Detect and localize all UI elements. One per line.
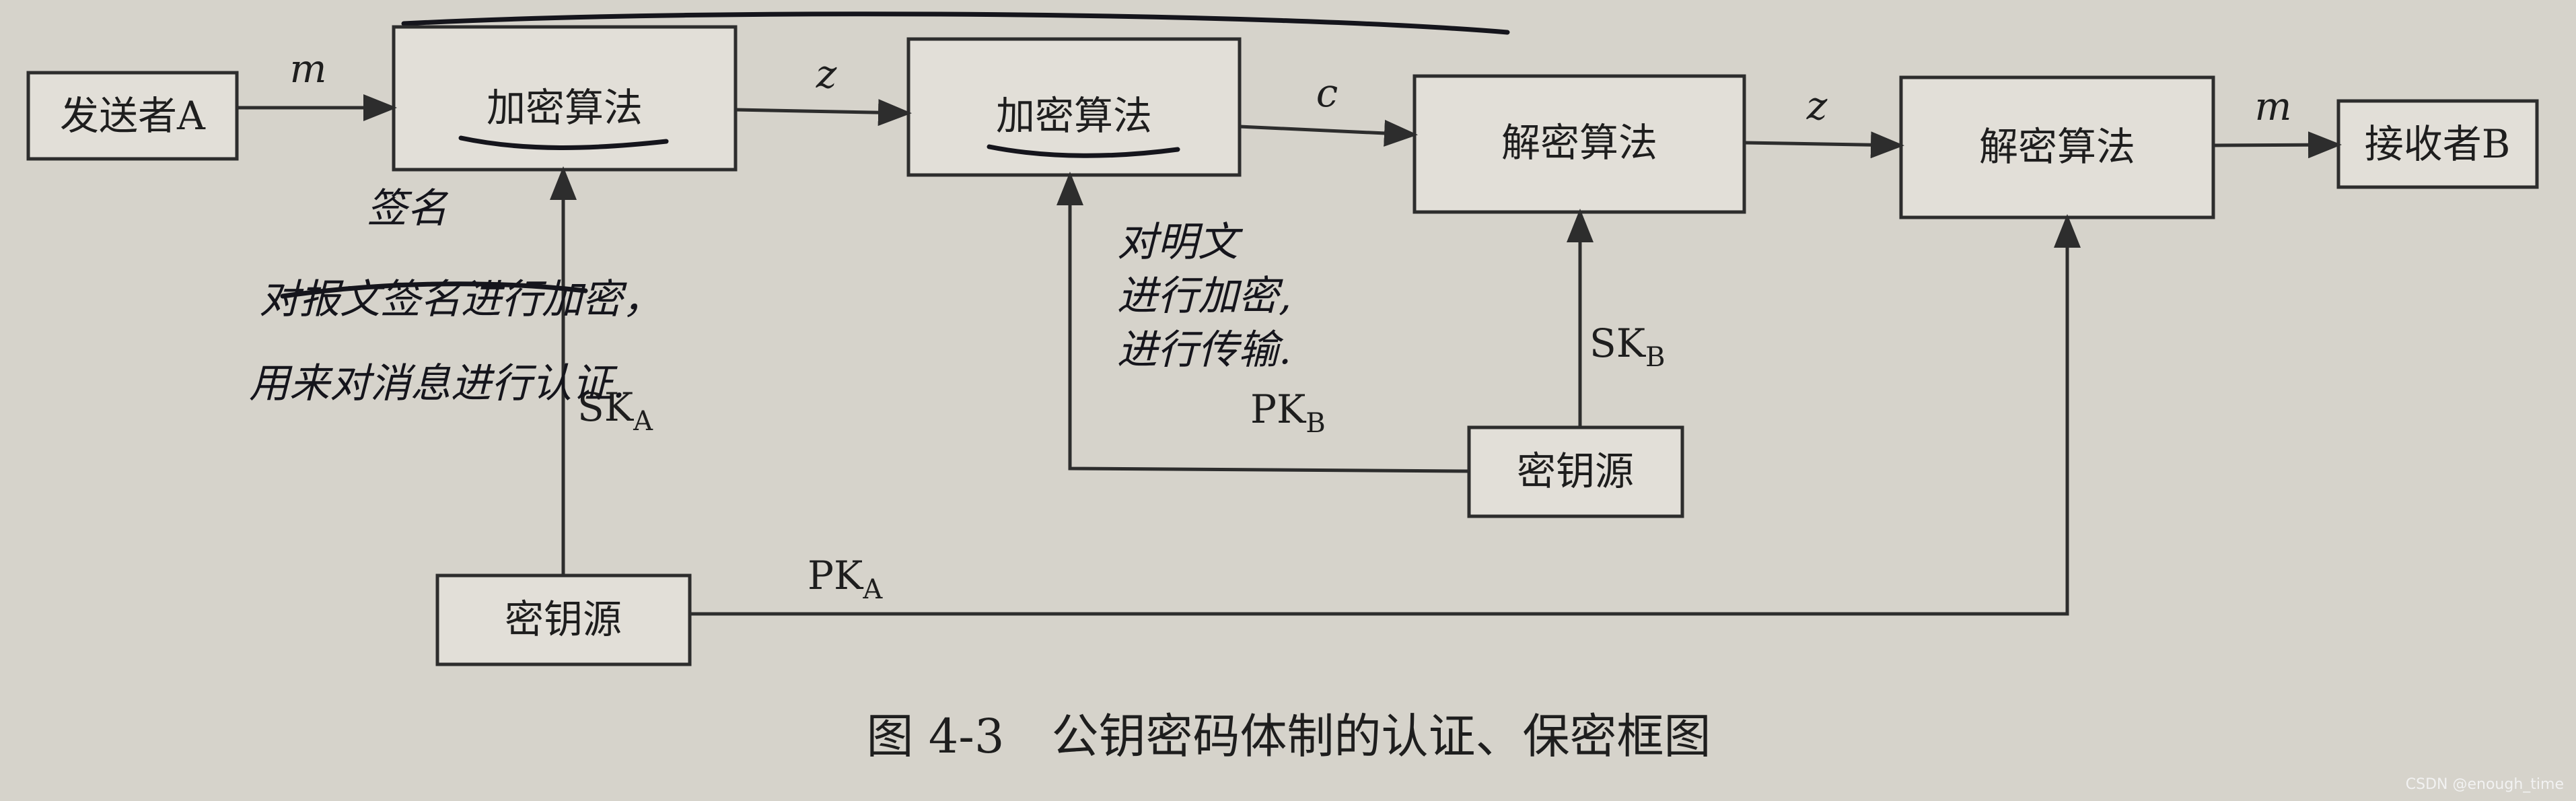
watermark: CSDN @enough_time — [2406, 776, 2564, 793]
receiver-label: 接收者B — [2365, 121, 2511, 167]
arrow-encrypt1-to-encrypt2 — [735, 99, 912, 127]
arrow-encrypt2-to-decrypt1 — [1239, 119, 1418, 147]
edge-label-m-out: m — [2255, 83, 2292, 129]
keysource-label-a: 密钥源 — [505, 596, 622, 642]
edge-label-c: c — [1316, 70, 1338, 116]
arrow-pkb — [1057, 172, 1470, 473]
encrypt-label-2: 加密算法 — [996, 93, 1152, 139]
keysource-box-a: 密钥源 — [435, 573, 692, 666]
figure-caption: 图 4-3 公钥密码体制的认证、保密框图 — [867, 709, 1711, 764]
decrypt-box-2: 解密算法 — [1899, 75, 2215, 219]
decrypt-box-1: 解密算法 — [1412, 74, 1746, 214]
decrypt-label-2: 解密算法 — [1979, 124, 2135, 170]
receiver-box: 接收者B — [2336, 99, 2539, 189]
edge-label-z-2: z — [1806, 83, 1828, 129]
underline-encrypt1 — [458, 135, 669, 150]
underline-encrypt2 — [987, 144, 1180, 158]
sender-box: 发送者A — [26, 71, 239, 161]
handwriting-note-top: 签名 — [367, 185, 449, 232]
encrypt-box-2: 加密算法 — [906, 37, 1242, 177]
decrypt-label-1: 解密算法 — [1501, 120, 1657, 166]
handwriting-note-right1: 对明文 — [1117, 219, 1244, 266]
encrypt-box-1: 加密算法 — [392, 25, 738, 172]
edge-label-m-in: m — [290, 46, 327, 92]
arrow-decrypt1-to-decrypt2 — [1744, 131, 1904, 159]
edge-label-z-1: z — [816, 51, 837, 97]
sender-label: 发送者A — [60, 93, 206, 139]
arrow-pka — [690, 214, 2081, 616]
pencil-stroke — [401, 11, 1510, 35]
key-label-pkb: PKB — [1250, 386, 1326, 439]
keysource-box-b: 密钥源 — [1467, 425, 1684, 518]
key-label-skb: SKB — [1589, 320, 1665, 373]
key-label-pka: PKA — [808, 553, 883, 605]
handwriting-note-right2: 进行加密, — [1117, 273, 1291, 320]
handwriting-note-line2: 用来对消息进行认证. — [249, 360, 625, 407]
keysource-label-b: 密钥源 — [1517, 448, 1634, 494]
handwriting-note-line1: 对报文签名进行加密， — [259, 276, 663, 323]
handwriting-note-right3: 进行传输. — [1117, 326, 1291, 374]
encrypt-label-1: 加密算法 — [487, 85, 643, 131]
key-label-ska: SKA — [577, 384, 653, 437]
strike-annotation — [280, 281, 588, 299]
